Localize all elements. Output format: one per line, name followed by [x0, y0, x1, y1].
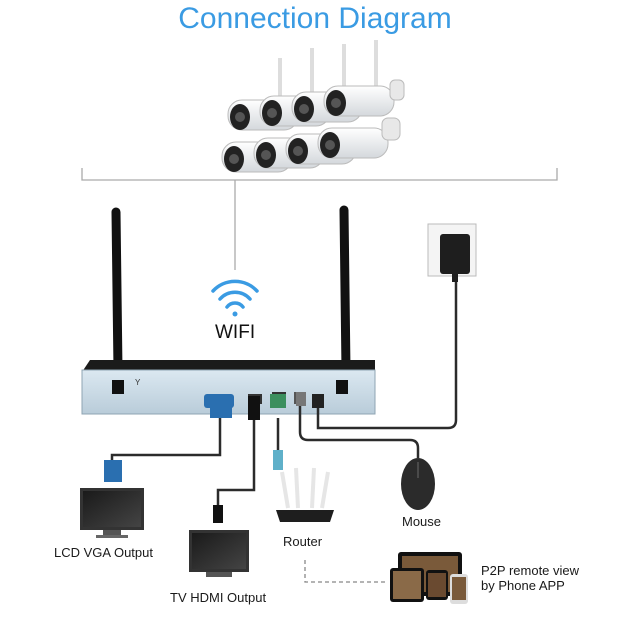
- remote-link-dashed-line: [304, 560, 385, 583]
- p2p-label-line1: P2P remote view: [481, 563, 580, 578]
- camera-bracket-line: [81, 168, 558, 270]
- diagram-title: Connection Diagram: [178, 2, 452, 35]
- connector-heads: [104, 392, 324, 523]
- router-icon: [276, 467, 334, 522]
- lcd-vga-label: LCD VGA Output: [54, 545, 153, 560]
- wifi-icon: [211, 279, 259, 317]
- tv-hdmi-label: TV HDMI Output: [170, 590, 267, 605]
- mouse-label: Mouse: [402, 514, 442, 529]
- phone-tablet-icon: [390, 552, 468, 604]
- power-adapter-icon: [427, 223, 477, 282]
- nvr-recorder-icon: Y: [81, 205, 376, 415]
- mouse-icon: [401, 458, 435, 510]
- wifi-label: WIFI: [215, 322, 256, 343]
- bullet-camera-icon: [317, 117, 401, 159]
- svg-text:Y: Y: [135, 378, 141, 387]
- cables: [110, 282, 458, 505]
- camera-group: [221, 40, 405, 173]
- bullet-camera-icon: [323, 40, 405, 117]
- p2p-label-line2: by Phone APP: [481, 578, 565, 593]
- router-label: Router: [283, 534, 323, 549]
- monitor-icon: [80, 488, 144, 538]
- tv-icon: [189, 530, 249, 577]
